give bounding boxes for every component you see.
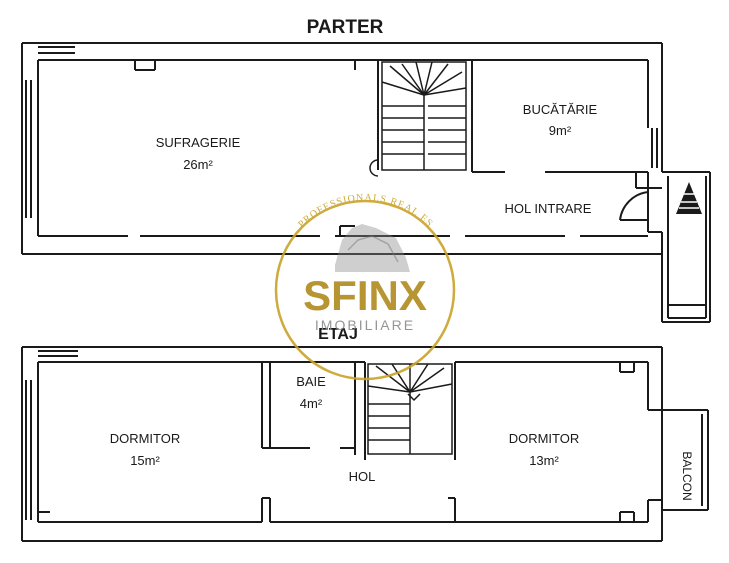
room-name-dormitor-1: DORMITOR [110,431,181,446]
room-name-sufragerie: SUFRAGERIE [156,135,241,150]
room-name-dormitor-2: DORMITOR [509,431,580,446]
room-name-hol-intrare: HOL INTRARE [505,201,592,216]
upper-balcony [648,409,709,511]
upper-floor-title: ETAJ [318,326,358,343]
ground-stairs [369,61,467,177]
upper-stairs [367,363,453,455]
ground-floor-title: PARTER [307,17,384,38]
room-name-baie: BAIE [296,374,326,389]
room-area-dormitor-1: 15m² [130,453,160,468]
porch-steps-icon [676,182,702,214]
room-area-dormitor-2: 13m² [529,453,559,468]
ground-floor-walls [21,42,663,255]
sphinx-icon [335,224,410,272]
room-area-sufragerie: 26m² [183,157,213,172]
room-area-baie: 4m² [300,396,323,411]
watermark-brand: SFINX [303,272,427,319]
room-name-bucatarie: BUCĂTĂRIE [523,102,598,117]
sfinx-watermark-logo: PROFESSIONALS REAL ESTATE SFINX IMOBILIA… [0,0,456,381]
room-name-balcon: BALCON [680,451,694,500]
watermark-sub: IMOBILIARE [315,317,415,333]
room-area-bucatarie: 9m² [549,123,572,138]
ground-porch [661,171,711,323]
room-name-hol: HOL [349,469,376,484]
